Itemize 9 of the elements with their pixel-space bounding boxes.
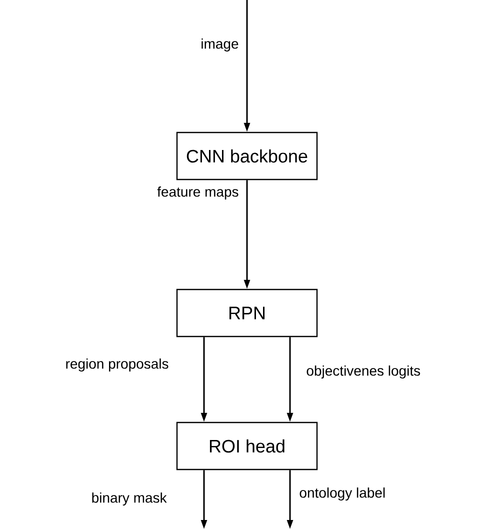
edge-label: objectivenes logits [305, 364, 422, 380]
process-box: ROI head [176, 422, 318, 470]
edge-label: binary mask [90, 491, 168, 507]
edge-label: region proposals [64, 357, 170, 373]
edge-label: ontology label [298, 486, 387, 502]
edge-label: feature maps [156, 185, 240, 201]
edge-label: image [200, 37, 240, 53]
process-box: RPN [176, 288, 318, 338]
process-box: CNN backbone [176, 132, 318, 180]
